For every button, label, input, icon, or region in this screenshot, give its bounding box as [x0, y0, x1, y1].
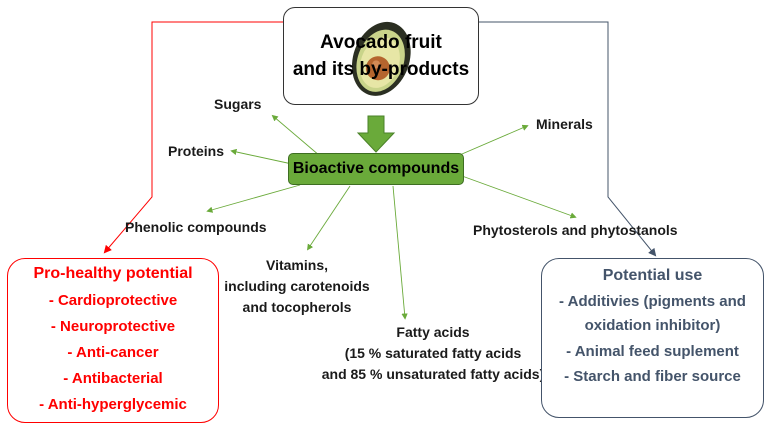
arrow-to-fatty-acids: [392, 185, 408, 320]
fatty-acids-line-1: Fatty acids: [396, 324, 470, 340]
pro-healthy-item: - Antibacterial: [63, 370, 163, 387]
vitamins-line-1: Vitamins,: [266, 257, 328, 273]
pro-healthy-item: - Cardioprotective: [48, 292, 178, 309]
potential-use-item: - Animal feed suplement: [566, 343, 739, 360]
pro-healthy-title: Pro-healthy potential: [33, 265, 193, 282]
title-line-2: and its by-products: [292, 59, 470, 80]
potential-use-item: - Additivies (pigments and: [559, 293, 746, 310]
title-line-1: Avocado fruit: [320, 32, 442, 53]
label-proteins: Proteins: [168, 143, 225, 159]
pro-healthy-item: - Anti-cancer: [67, 344, 159, 361]
label-phenolic: Phenolic compounds: [125, 219, 267, 235]
arrow-to-sugars: [271, 114, 321, 157]
vitamins-line-3: and tocopherols: [242, 299, 352, 315]
vitamins-line-2: including carotenoids: [224, 278, 370, 294]
pro-healthy-item: - Anti-hyperglycemic: [39, 396, 187, 413]
potential-use-item: oxidation inhibitor): [584, 317, 721, 334]
bioactive-compounds-box: Bioactive compounds: [288, 153, 464, 185]
title-box: Avocado fruit and its by-products: [283, 7, 479, 105]
avocado-icon: [351, 21, 411, 96]
label-minerals: Minerals: [536, 116, 593, 132]
arrow-to-minerals: [454, 124, 529, 158]
fatty-acids-line-2: (15 % saturated fatty acids: [344, 345, 522, 361]
potential-use-title: Potential use: [602, 267, 703, 284]
potential-use-item: - Starch and fiber source: [564, 368, 741, 385]
arrow-to-vitamins: [307, 185, 351, 251]
connector-to-pro-healthy: [103, 21, 283, 254]
potential-use-box: Potential use - Additivies (pigments and…: [541, 258, 764, 418]
arrow-to-phenolic: [206, 184, 301, 213]
label-phytosterols: Phytosterols and phytostanols: [473, 222, 678, 238]
pro-healthy-box: Pro-healthy potential - Cardioprotective…: [7, 258, 219, 423]
label-sugars: Sugars: [214, 96, 262, 112]
arrow-to-proteins: [230, 148, 293, 165]
label-vitamins: Vitamins, including carotenoids and toco…: [222, 255, 372, 318]
down-arrow-icon: [356, 115, 396, 153]
label-fatty-acids: Fatty acids (15 % saturated fatty acids …: [318, 322, 548, 385]
fatty-acids-line-3: and 85 % unsaturated fatty acids): [321, 366, 545, 382]
connector-to-potential-use: [479, 21, 657, 257]
arrow-to-phytosterols: [461, 175, 577, 219]
pro-healthy-item: - Neuroprotective: [50, 318, 176, 335]
